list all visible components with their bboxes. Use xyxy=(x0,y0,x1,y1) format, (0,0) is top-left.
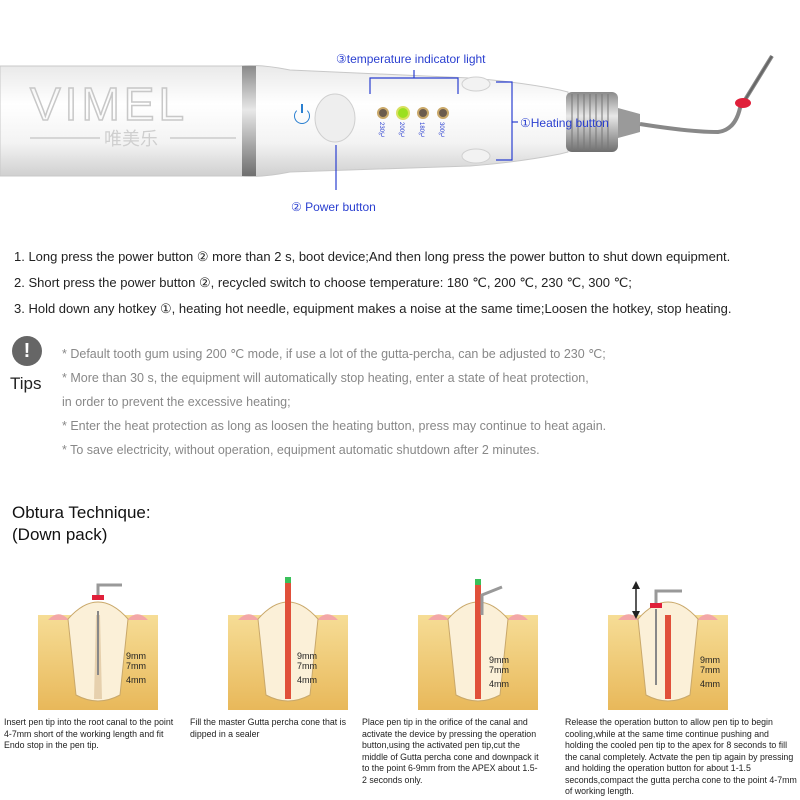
tips-list: * Default tooth gum using 200 ℃ mode, if… xyxy=(62,342,792,462)
technique-subtitle: (Down pack) xyxy=(12,525,108,544)
heating-hotkey-bottom[interactable] xyxy=(461,148,491,164)
led-label-180: 180℃ xyxy=(418,122,424,140)
callout-power-button: ② Power button xyxy=(291,200,376,214)
tooth-diagram-4 xyxy=(608,581,728,710)
power-button[interactable] xyxy=(314,93,356,143)
temperature-leds xyxy=(377,106,449,120)
caption-step-2: Fill the master Gutta percha cone that i… xyxy=(190,717,346,739)
heating-needle xyxy=(639,54,774,135)
technique-heading: Obtura Technique: (Down pack) xyxy=(12,502,151,546)
tooth-diagrams xyxy=(38,577,728,710)
heating-hotkey-top[interactable] xyxy=(461,76,491,92)
pen-body xyxy=(0,65,569,177)
tooth-diagram-1 xyxy=(38,583,158,710)
caption-step-4: Release the operation button to allow pe… xyxy=(565,717,797,796)
tooth-diagram-3 xyxy=(418,579,538,710)
knurl-lines xyxy=(571,94,609,150)
tip-item: in order to prevent the excessive heatin… xyxy=(62,395,291,409)
tip-item: * Default tooth gum using 200 ℃ mode, if… xyxy=(62,347,606,361)
caption-step-1: Insert pen tip into the root canal to th… xyxy=(4,717,174,750)
nose-cone xyxy=(618,108,640,138)
brand-logo-cn: 唯美乐 xyxy=(104,129,158,150)
technique-title: Obtura Technique: xyxy=(12,503,151,522)
endo-stop xyxy=(735,98,751,108)
tooth-diagram-2 xyxy=(228,577,348,710)
led-label-230: 230℃ xyxy=(378,122,384,140)
callout-temperature-light: ③temperature indicator light xyxy=(336,52,486,66)
tip-item: * To save electricity, without operation… xyxy=(62,443,540,457)
brand-logo: VIMEL xyxy=(30,78,188,130)
power-icon xyxy=(294,108,310,124)
pen-drawing: VIMEL 唯美乐 xyxy=(0,54,774,190)
tips-label: Tips xyxy=(10,374,42,393)
exclamation-icon: ! xyxy=(12,336,42,366)
callout-lines xyxy=(335,70,518,190)
caption-step-3: Place pen tip in the orifice of the cana… xyxy=(362,717,539,785)
led-label-300: 300℃ xyxy=(438,122,444,140)
instruction-steps: 1. Long press the power button ② more th… xyxy=(14,244,794,322)
led-label-200: 200℃ xyxy=(398,122,404,140)
metal-collar xyxy=(566,92,618,152)
chrome-ring xyxy=(242,66,256,176)
step-2: 2. Short press the power button ②, recyc… xyxy=(14,275,632,290)
tip-item: * Enter the heat protection as long as l… xyxy=(62,419,607,433)
callout-heating-button: ①Heating button xyxy=(520,116,609,130)
tip-item: * More than 30 s, the equipment will aut… xyxy=(62,371,589,385)
pen-illustration: VIMEL 唯美乐 230℃ 200℃ 180℃ 300℃ ③temperatu xyxy=(0,0,800,230)
step-3: 3. Hold down any hotkey ①, heating hot n… xyxy=(14,301,732,316)
step-1: 1. Long press the power button ② more th… xyxy=(14,249,731,264)
